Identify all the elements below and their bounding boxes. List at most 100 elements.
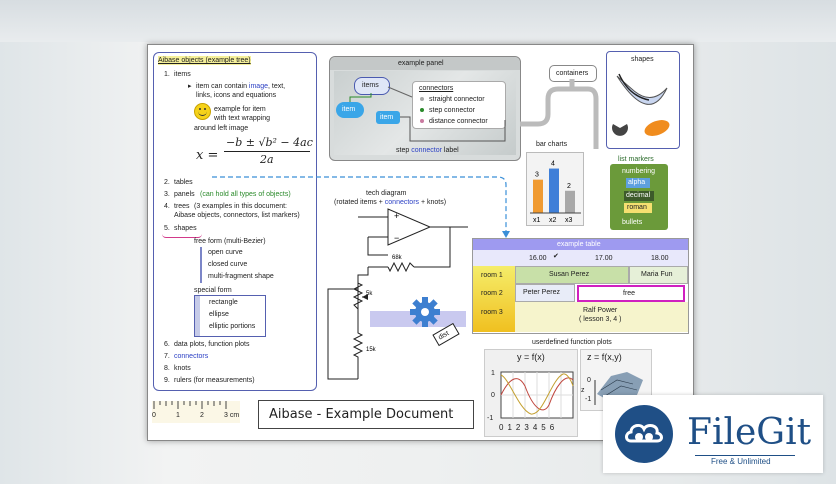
tree-item-3-label: panels (174, 191, 195, 198)
smiley-text-1: example for item (214, 106, 266, 113)
tree-item-1-label: items (174, 71, 191, 78)
item-node-1[interactable]: item (336, 102, 364, 118)
free-form-item-3: multi-fragment shape (208, 273, 274, 280)
ralf-cell (515, 302, 688, 332)
bar-x2 (549, 168, 559, 213)
tree-item-9-num: 9. (164, 377, 170, 384)
example-panel-header (330, 57, 520, 70)
list-marker-5: bullets (622, 219, 643, 226)
tree-item-9-label: rulers (for measurements) (174, 377, 255, 384)
shapes-box: shapes (606, 51, 680, 149)
items-node[interactable]: items (354, 77, 390, 95)
ruler[interactable]: 0 1 2 3 cm (152, 401, 240, 423)
footer-title: Aibase - Example Document (269, 407, 454, 422)
susan-label: Susan Perez (549, 271, 590, 278)
bar-x1 (533, 179, 543, 213)
tree-item-4-note: (3 examples in this document: (194, 203, 287, 210)
function-plots-title: userdefined function plots (532, 339, 612, 346)
room-column (473, 266, 515, 332)
tree-item-4-num: 4. (164, 203, 170, 210)
tree-item-2-num: 2. (164, 179, 170, 186)
resistor-5k: 5k (366, 291, 373, 297)
tree-item-2-label: tables (174, 179, 193, 186)
list-marker-3: decimal (626, 192, 651, 199)
free-form-title: free form (multi-Bezier) (194, 238, 266, 245)
dashed-connector (212, 176, 510, 238)
plot-2d: y = f(x) 1 0 -1 0123456 (484, 349, 578, 437)
special-form-item-1: rectangle (209, 299, 238, 306)
list-marker-2: alpha (628, 179, 646, 186)
tree-item-5-label: shapes (174, 225, 197, 232)
free-cell[interactable] (577, 285, 685, 302)
ruler-ticks-svg (153, 401, 227, 409)
free-form-bracket (200, 247, 202, 283)
time-header-row (473, 250, 688, 266)
filegit-brand: FileGit (687, 412, 812, 453)
bar-charts-title: bar charts (536, 141, 568, 148)
alpha-chip (626, 178, 650, 188)
gear-icon (408, 295, 442, 329)
bar-value-label: 4 (551, 161, 555, 168)
ruler-tick-3: 3 cm (224, 412, 240, 419)
z-tick-neg1: -1 (585, 396, 592, 403)
smiley-text-3: around left image (194, 125, 249, 132)
susan-cell (515, 266, 629, 284)
peter-cell (515, 284, 575, 302)
connectors-title: connectors (419, 85, 454, 92)
connector-1: straight connector (429, 96, 485, 103)
plot-2d-title: y = f(x) (517, 352, 545, 362)
containers-connector (520, 79, 599, 149)
resistor-15k: 15k (366, 347, 377, 353)
lessons-label: ( lesson 3, 4 ) (579, 316, 622, 323)
peter-label: Peter Perez (523, 289, 560, 296)
example-panel-connectors (349, 86, 506, 142)
maria-cell (629, 266, 688, 284)
item-node-2-label: item (380, 114, 394, 121)
list-marker-4: roman (627, 204, 647, 211)
tree-item-5-num: 5. (164, 225, 170, 232)
bar-value-label: 3 (535, 172, 539, 179)
aibase-objects-tree-panel: Aibase objects (example tree) 1. items ▸… (153, 52, 317, 391)
resistor-68k: 68k (392, 255, 403, 261)
list-markers-title: list markers (618, 156, 654, 163)
connector-3: distance connector (429, 118, 488, 125)
bar-category-label: x3 (565, 217, 573, 224)
bar-x3 (565, 190, 575, 213)
item-node-2[interactable]: item (376, 111, 400, 124)
filegit-watermark: FileGit Free & Unlimited (603, 395, 823, 473)
decimal-chip (624, 191, 654, 201)
containers-label: containers (556, 70, 589, 77)
example-panel-title: example panel (398, 60, 444, 67)
plot-2d-svg (500, 371, 574, 419)
example-panel: example panel items item item connectors… (329, 56, 521, 161)
background-band (0, 0, 836, 42)
tree-item-4-label: trees (174, 203, 190, 210)
example-table: example table 16.00 ✔ 17.00 18.00 room 1… (472, 238, 689, 334)
step-connector-label: step connector label (396, 147, 459, 154)
filegit-tagline: Free & Unlimited (711, 457, 771, 466)
check-icon: ✔ (553, 253, 559, 260)
y-tick-1: 1 (491, 370, 495, 377)
tree-title: Aibase objects (example tree) (158, 56, 251, 65)
tech-diagram-subtitle: (rotated items + connectors + knots) (334, 199, 447, 206)
example-document: Aibase objects (example tree) 1. items ▸… (147, 44, 694, 441)
bullet-icon: ▸ (188, 83, 192, 90)
ruler-tick-0: 0 (152, 412, 156, 419)
connector-bullet-icon (420, 97, 424, 101)
op-amp-plus: + (394, 211, 399, 221)
example-table-header (473, 239, 688, 250)
roman-chip (624, 203, 652, 213)
item-text-line1: item can contain image, text, (196, 83, 286, 90)
items-node-label: items (362, 82, 379, 89)
shapes-underline-stroke (162, 234, 202, 238)
tree-item-3-num: 3. (164, 191, 170, 198)
special-form-box: rectangle ellipse elliptic portions (194, 295, 266, 337)
connector-bullet-icon (420, 108, 424, 112)
tech-diagram-title: tech diagram (366, 190, 407, 197)
list-marker-1: numbering (622, 168, 656, 175)
tree-item-7-label[interactable]: connectors (174, 353, 209, 360)
room-1: room 1 (481, 272, 503, 279)
smiley-text-2: with text wrapping (214, 115, 271, 122)
